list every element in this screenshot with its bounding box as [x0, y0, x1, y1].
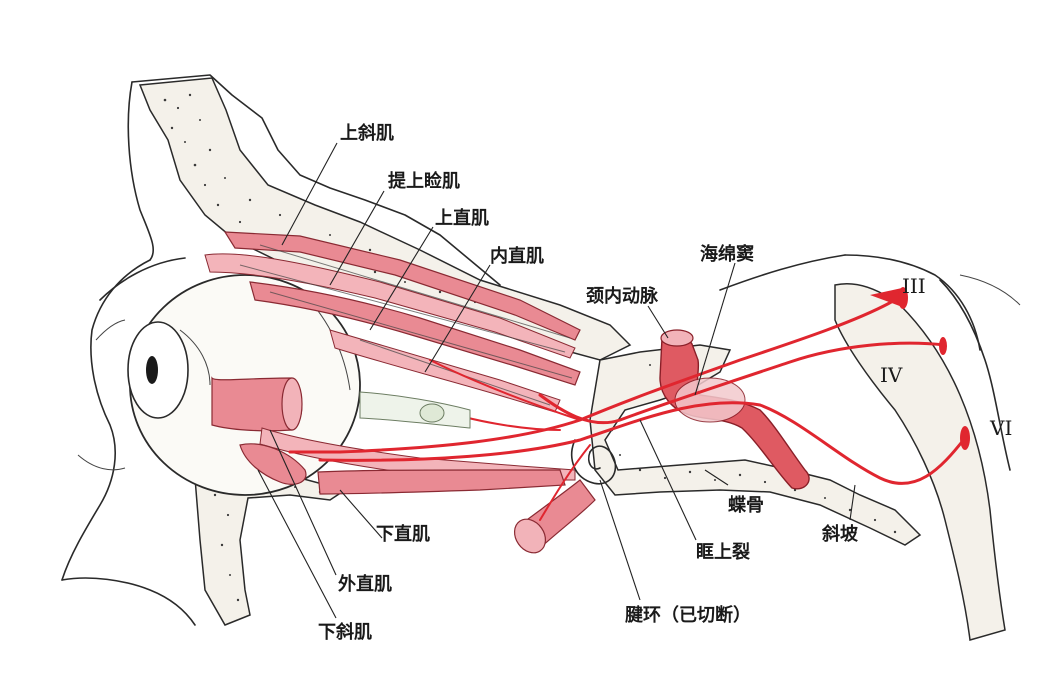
- label-superior-orbital-fissure: 眶上裂: [696, 542, 750, 563]
- label-sphenoid: 蝶骨: [728, 494, 764, 516]
- label-inferior-rectus: 下直肌: [376, 523, 430, 545]
- nerve-vi-stump: [960, 426, 970, 450]
- nerve-iv-stump: [939, 337, 947, 355]
- nerve-iii-stump: [870, 288, 905, 308]
- label-cavernous-sinus: 海绵窦: [700, 243, 754, 265]
- label-levator-palpebrae: 提上睑肌: [388, 170, 460, 192]
- label-inferior-oblique: 下斜肌: [318, 621, 372, 643]
- label-nerve-iv: IV: [880, 363, 903, 387]
- label-superior-oblique: 上斜肌: [340, 122, 394, 144]
- cranial-nerves: [288, 287, 970, 521]
- label-internal-carotid: 颈内动脉: [585, 285, 659, 307]
- label-medial-rectus: 内直肌: [490, 245, 544, 267]
- tendinous-ring: [571, 439, 617, 485]
- labels: 上斜肌 提上睑肌 上直肌 内直肌 海绵窦 颈内动脉 III IV VI 蝶骨 斜…: [318, 122, 1012, 643]
- leader-lines: [257, 142, 856, 619]
- label-nerve-iii: III: [902, 274, 926, 298]
- clivus-bone: [834, 274, 1021, 641]
- label-clivus: 斜坡: [821, 523, 859, 545]
- muscles: [204, 231, 596, 554]
- skull-outline: [61, 74, 981, 626]
- label-tendinous-ring: 腱环（已切断）: [625, 604, 751, 626]
- label-superior-rectus: 上直肌: [435, 207, 489, 229]
- cavernous-sinus: [674, 377, 746, 423]
- inferior-rectus-muscle: [317, 469, 566, 495]
- label-lateral-rectus: 外直肌: [338, 573, 392, 595]
- optic-nerve: [359, 391, 471, 429]
- label-nerve-vi: VI: [989, 416, 1012, 440]
- inferior-oblique-muscle: [239, 443, 307, 485]
- pupil: [146, 356, 158, 384]
